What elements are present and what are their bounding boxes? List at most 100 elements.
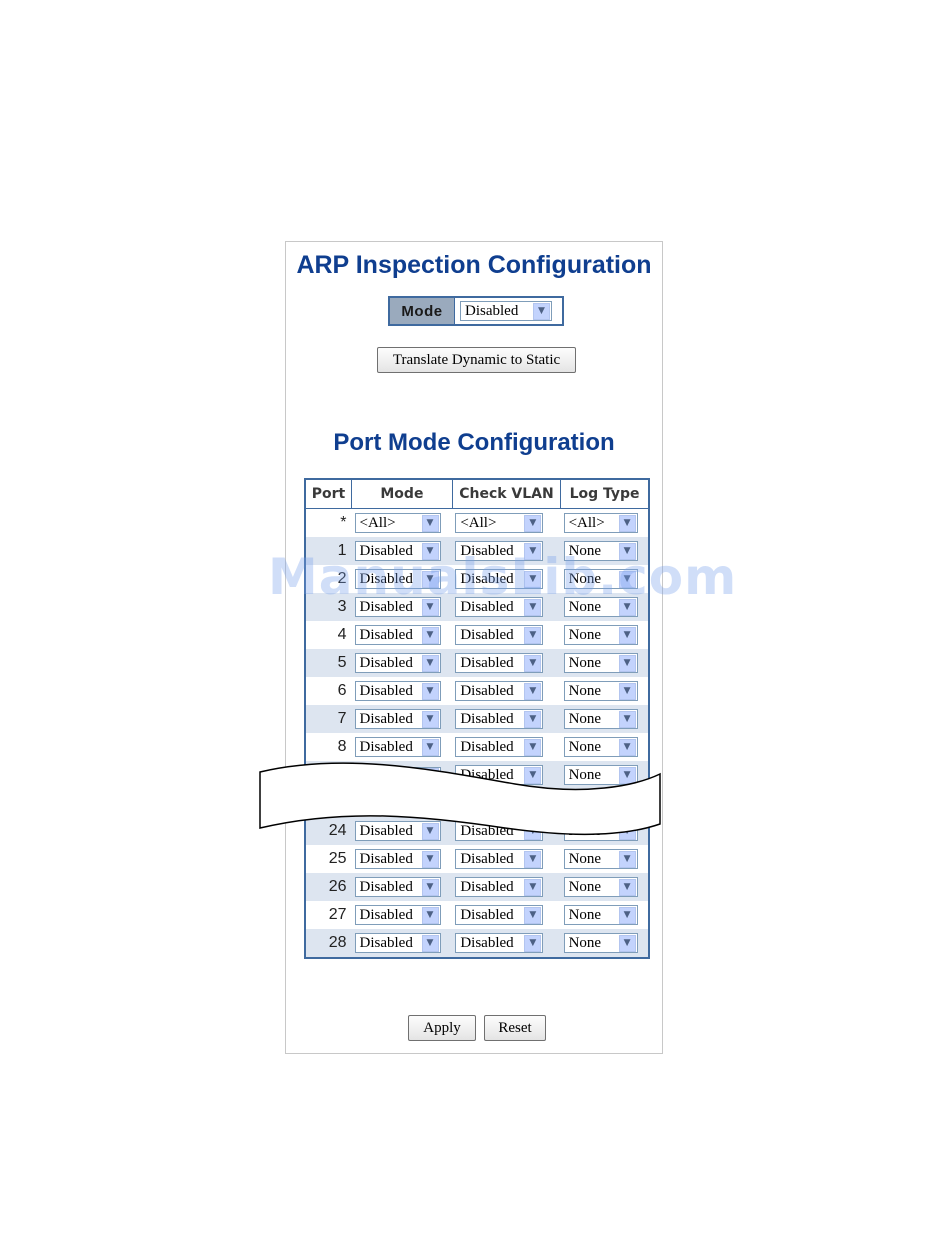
check-vlan-select[interactable]: Disabled▼ (455, 541, 544, 561)
check-vlan-select[interactable]: Disabled▼ (455, 709, 544, 729)
chevron-down-icon[interactable]: ▼ (618, 626, 636, 644)
chevron-down-icon[interactable]: ▼ (618, 850, 636, 868)
chevron-down-icon[interactable]: ▼ (618, 710, 636, 728)
chevron-down-icon[interactable]: ▼ (524, 906, 542, 924)
check-vlan-select[interactable]: Disabled▼ (455, 933, 544, 953)
log-type-select[interactable]: None▼ (563, 597, 638, 617)
apply-button[interactable]: Apply (408, 1015, 476, 1041)
port-mode-select[interactable]: Disabled▼ (354, 625, 441, 645)
chevron-down-icon[interactable]: ▼ (618, 878, 636, 896)
chevron-down-icon[interactable]: ▼ (618, 654, 636, 672)
port-mode-select[interactable]: Disabled▼ (354, 569, 441, 589)
port-mode-select[interactable]: Disabled▼ (354, 877, 441, 897)
check-vlan-select[interactable]: Disabled ▼ (455, 597, 544, 617)
check-vlan-select[interactable]: <All>▼ (455, 513, 544, 533)
port-mode-select[interactable]: <All>▼ (354, 513, 441, 533)
chevron-down-icon[interactable]: ▼ (618, 570, 636, 588)
port-mode-select[interactable]: Disabled▼ (354, 821, 441, 841)
chevron-down-icon[interactable]: ▼ (421, 542, 439, 560)
chevron-down-icon[interactable]: ▼ (618, 682, 636, 700)
chevron-down-icon[interactable]: ▼ (524, 878, 542, 896)
check-vlan-select[interactable]: Disabled▼ (455, 905, 544, 925)
log-type-select[interactable]: None▼ (563, 933, 638, 953)
check-vlan-select[interactable]: Disabled▼ (455, 737, 544, 757)
port-mode-select[interactable]: Disabled▼ (354, 737, 441, 757)
log-type-select[interactable]: None▼ (563, 653, 638, 673)
port-mode-select-value: Disabled (359, 598, 413, 615)
chevron-down-icon[interactable]: ▼ (421, 738, 439, 756)
chevron-down-icon[interactable]: ▼ (421, 570, 439, 588)
log-type-select[interactable]: None▼ (563, 709, 638, 729)
chevron-down-icon[interactable]: ▼ (421, 850, 439, 868)
log-type-select-value: None (568, 626, 602, 643)
port-mode-select-value: Disabled (359, 850, 413, 867)
check-vlan-select[interactable]: Disabled▼ (455, 681, 544, 701)
chevron-down-icon[interactable]: ▼ (421, 598, 439, 616)
chevron-down-icon[interactable]: ▼ (618, 906, 636, 924)
chevron-down-icon[interactable]: ▼ (618, 514, 636, 532)
log-type-select[interactable]: None ▼ (563, 625, 638, 645)
chevron-down-icon[interactable]: ▼ (421, 514, 439, 532)
chevron-down-icon[interactable]: ▼ (524, 542, 542, 560)
check-vlan-select-cell: Disabled▼ (452, 901, 561, 929)
mode-select[interactable]: Disabled ▼ (460, 301, 552, 321)
log-type-select[interactable]: None▼ (563, 681, 638, 701)
log-type-select[interactable]: None▼ (563, 905, 638, 925)
port-mode-select[interactable]: Disabled▼ (354, 653, 441, 673)
chevron-down-icon[interactable]: ▼ (421, 654, 439, 672)
chevron-down-icon[interactable]: ▼ (618, 934, 636, 952)
chevron-down-icon[interactable]: ▼ (524, 850, 542, 868)
chevron-down-icon[interactable]: ▼ (524, 934, 542, 952)
chevron-down-icon[interactable]: ▼ (618, 738, 636, 756)
check-vlan-select[interactable]: Disabled▼ (455, 849, 544, 869)
port-mode-select[interactable]: Disabled▼ (354, 905, 441, 925)
chevron-down-icon[interactable]: ▼ (533, 302, 550, 320)
log-type-select[interactable]: None▼ (563, 849, 638, 869)
chevron-down-icon[interactable]: ▼ (524, 682, 542, 700)
port-mode-select[interactable]: Disabled ▼ (354, 597, 441, 617)
port-number: 1 (305, 537, 352, 565)
check-vlan-select[interactable]: Disabled▼ (455, 877, 544, 897)
log-type-select[interactable]: <All>▼ (563, 513, 638, 533)
port-mode-select[interactable]: Disabled ▼ (354, 849, 441, 869)
port-mode-select-cell: Disabled▼ (351, 537, 453, 565)
translate-dynamic-to-static-button[interactable]: Translate Dynamic to Static (377, 347, 576, 373)
chevron-down-icon[interactable]: ▼ (421, 822, 439, 840)
reset-button[interactable]: Reset (484, 1015, 546, 1041)
check-vlan-select[interactable]: Disabled▼ (455, 653, 544, 673)
chevron-down-icon[interactable]: ▼ (524, 766, 542, 784)
port-mode-select-cell: Disabled▼ (351, 621, 453, 649)
chevron-down-icon[interactable]: ▼ (524, 654, 542, 672)
chevron-down-icon[interactable]: ▼ (421, 682, 439, 700)
check-vlan-select[interactable]: Disabled▼ (455, 625, 544, 645)
log-type-select[interactable]: None▼ (563, 541, 638, 561)
chevron-down-icon[interactable]: ▼ (618, 542, 636, 560)
port-mode-select[interactable]: Disabled▼ (354, 709, 441, 729)
port-mode-select[interactable]: Disabled▼ (354, 933, 441, 953)
chevron-down-icon[interactable]: ▼ (524, 710, 542, 728)
chevron-down-icon[interactable]: ▼ (421, 878, 439, 896)
port-mode-select[interactable]: Disabled▼ (354, 681, 441, 701)
chevron-down-icon[interactable]: ▼ (524, 738, 542, 756)
port-mode-select-cell: Disabled▼ (351, 565, 453, 593)
check-vlan-select-value: Disabled (460, 598, 514, 615)
log-type-select[interactable]: None▼ (563, 569, 638, 589)
port-mode-table: Port Mode Check VLAN Log Type *<All>▼<Al… (304, 478, 650, 959)
chevron-down-icon[interactable]: ▼ (421, 934, 439, 952)
chevron-down-icon[interactable]: ▼ (524, 626, 542, 644)
port-mode-select[interactable]: Disabled▼ (354, 541, 441, 561)
log-type-select[interactable]: None▼ (563, 877, 638, 897)
chevron-down-icon[interactable]: ▼ (524, 570, 542, 588)
chevron-down-icon[interactable]: ▼ (618, 766, 636, 784)
chevron-down-icon[interactable]: ▼ (524, 514, 542, 532)
chevron-down-icon[interactable]: ▼ (524, 598, 542, 616)
chevron-down-icon[interactable]: ▼ (421, 906, 439, 924)
log-type-select[interactable]: None▼ (563, 737, 638, 757)
chevron-down-icon[interactable]: ▼ (421, 626, 439, 644)
check-vlan-select[interactable]: Disabled▼ (455, 569, 544, 589)
chevron-down-icon[interactable]: ▼ (421, 710, 439, 728)
chevron-down-icon[interactable]: ▼ (618, 598, 636, 616)
log-type-select[interactable]: None▼ (563, 765, 638, 785)
